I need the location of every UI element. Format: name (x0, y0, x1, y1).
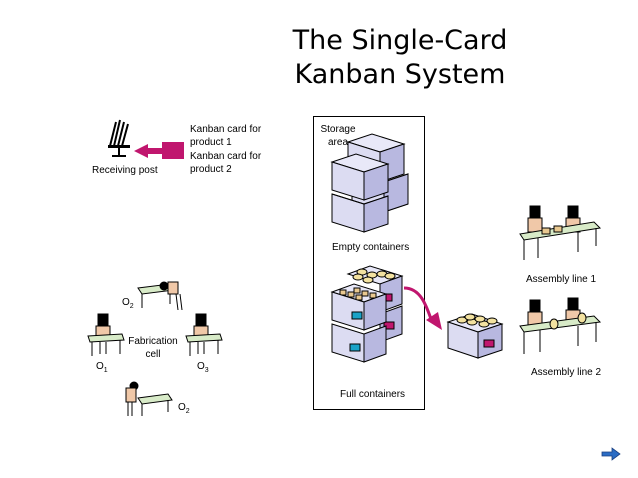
full-containers-label: Full containers (340, 389, 406, 400)
receiving-post-icon (108, 119, 130, 157)
full-containers-stack (330, 265, 404, 363)
assembly-line-2-illustration (519, 297, 602, 354)
fabrication-worker-o2-top (137, 281, 183, 311)
assembly-line-2-label: Assembly line 2 (531, 367, 602, 378)
storage-area-box (313, 116, 425, 410)
assembly-line-1-illustration (519, 205, 602, 260)
slide-title: The Single-Card Kanban System (290, 24, 510, 92)
kanban-card-2-label: Kanban card for product 2 (190, 151, 262, 175)
fabrication-worker-o2-bottom (125, 381, 173, 416)
title-line-2: Kanban System (294, 59, 506, 90)
operator-o2-top-label: O2 (122, 297, 134, 310)
storage-area-label: Storage area (320, 124, 356, 148)
fabrication-worker-o1 (87, 313, 125, 356)
kanban-card-1-label: Kanban card for product 1 (190, 124, 262, 148)
empty-containers-stack (330, 133, 409, 233)
fabrication-worker-o3 (185, 313, 223, 356)
operator-o1-label: O1 (96, 361, 108, 374)
kanban-card-arrow-icon (134, 142, 184, 159)
fabrication-cell-label: Fabrication cell (128, 336, 178, 360)
operator-o2-bottom-label: O2 (178, 402, 190, 415)
title-line-1: The Single-Card (292, 25, 508, 56)
next-slide-arrow-icon[interactable] (601, 447, 621, 461)
empty-containers-label: Empty containers (332, 242, 410, 253)
receiving-post-label: Receiving post (92, 165, 158, 176)
flow-arrow-icon (403, 286, 442, 330)
assembly-line-1-label: Assembly line 1 (526, 274, 597, 285)
delivered-container (446, 313, 504, 359)
operator-o3-label: O3 (197, 361, 209, 374)
